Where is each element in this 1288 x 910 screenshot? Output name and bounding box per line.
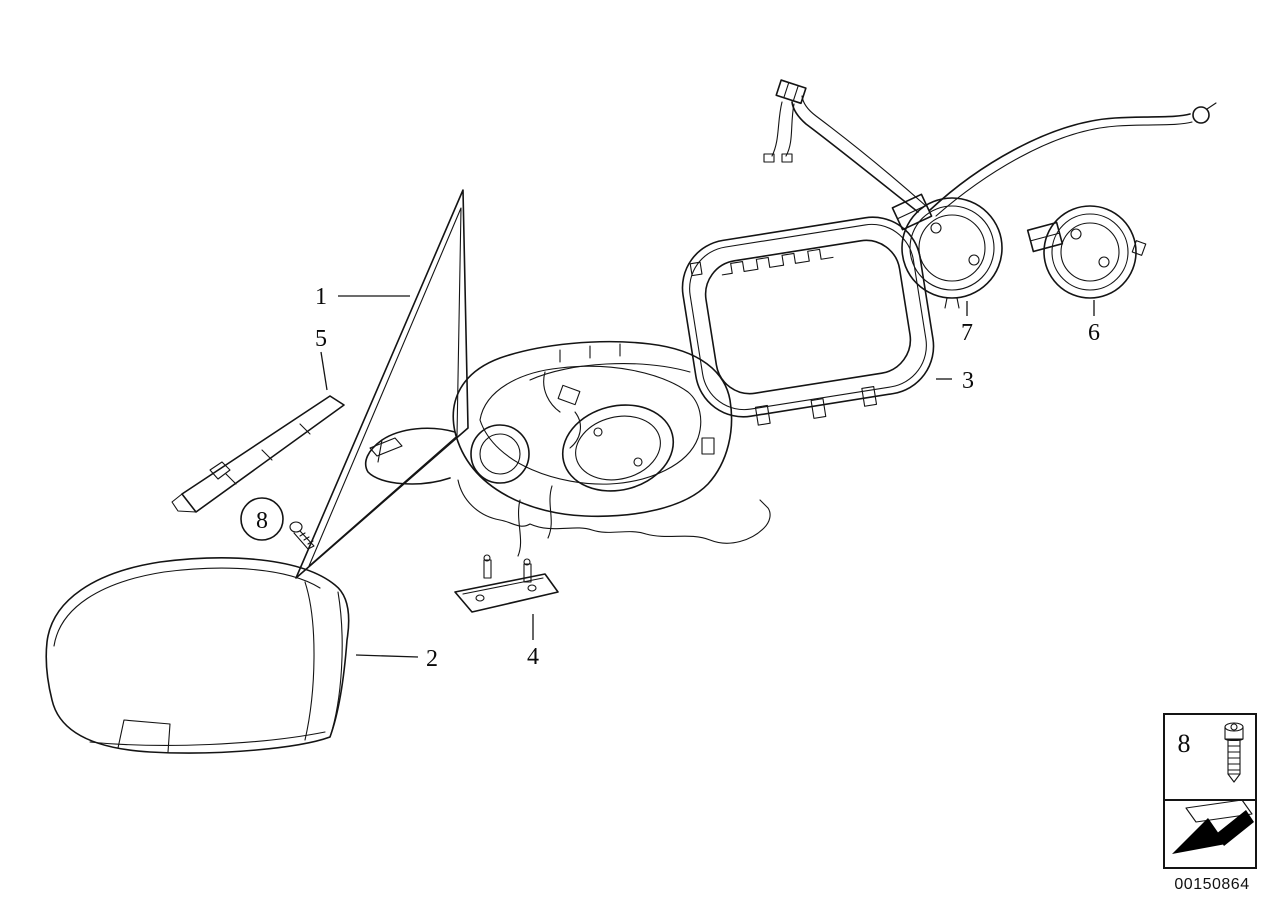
callouts: 1 5 8 2 4 3 7 6 bbox=[240, 284, 1100, 672]
gasket-strip bbox=[171, 395, 345, 513]
wiring-harness bbox=[763, 79, 1217, 217]
mirror-housing-mechanism bbox=[364, 340, 771, 557]
callout-leader-lines bbox=[320, 295, 1095, 658]
callout-6[interactable]: 6 bbox=[1088, 320, 1100, 346]
callout-4[interactable]: 4 bbox=[527, 644, 539, 670]
actuator-drive-left bbox=[891, 193, 1003, 309]
legend-box: 8 bbox=[1163, 713, 1257, 869]
callout-7[interactable]: 7 bbox=[961, 320, 973, 346]
legend-item-number: 8 bbox=[1178, 729, 1191, 758]
socket-head-screw-icon bbox=[1224, 722, 1244, 783]
mirror-glass bbox=[295, 189, 469, 579]
mirror-cap bbox=[45, 557, 350, 754]
screw-small bbox=[289, 521, 315, 550]
diagram-part-number: 00150864 bbox=[1174, 876, 1249, 893]
lower-bracket bbox=[454, 554, 559, 613]
actuator-drive-right bbox=[1026, 205, 1147, 299]
frame-ring bbox=[681, 216, 935, 426]
callout-5[interactable]: 5 bbox=[315, 326, 327, 352]
direction-arrow-icon bbox=[1172, 799, 1254, 854]
callout-8-circle bbox=[240, 497, 284, 541]
callout-3[interactable]: 3 bbox=[962, 368, 974, 394]
callout-2[interactable]: 2 bbox=[426, 646, 438, 672]
callout-1[interactable]: 1 bbox=[315, 284, 327, 310]
callout-8[interactable]: 8 bbox=[256, 508, 268, 534]
